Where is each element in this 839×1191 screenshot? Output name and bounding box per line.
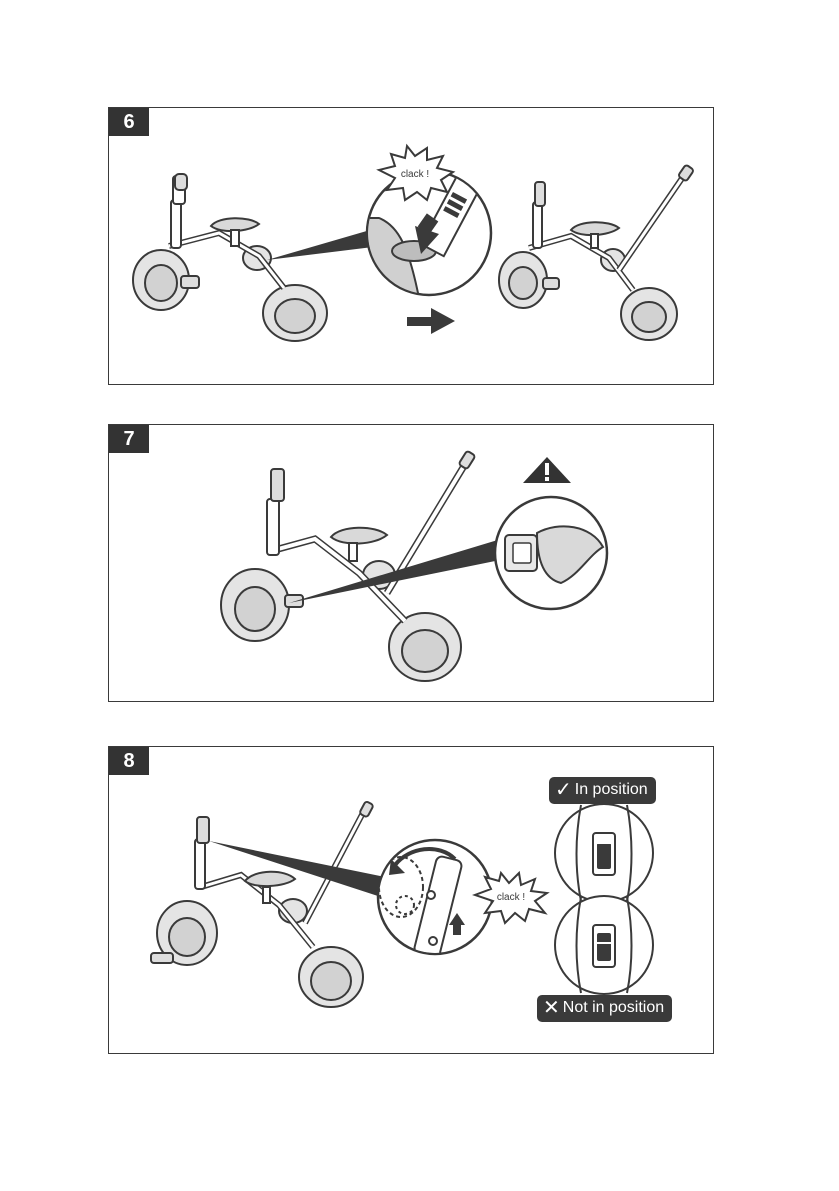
zoom-circle: [495, 497, 607, 609]
cross-icon: ✕: [543, 998, 560, 1018]
step-8-panel: 8: [108, 746, 714, 1054]
sound-text: clack !: [497, 892, 525, 903]
step-7-panel: 7: [108, 424, 714, 702]
tricycle-drawing: [133, 174, 327, 341]
not-in-position-label: ✕ Not in position: [537, 995, 672, 1022]
zoom-pointer: [209, 841, 385, 897]
tricycle-with-pushbar-drawing: [499, 164, 694, 340]
check-icon: ✓: [555, 780, 572, 800]
not-in-position-detail: [555, 896, 653, 994]
in-position-label: ✓ In position: [549, 777, 656, 804]
warning-triangle-icon: [523, 457, 571, 483]
step-6-illustration: clack !: [109, 108, 715, 386]
step-6-panel: 6: [108, 107, 714, 385]
in-position-text: In position: [575, 781, 648, 799]
step-7-illustration: [109, 425, 715, 703]
zoom-circle: [378, 840, 492, 959]
zoom-pointer: [289, 539, 505, 603]
arrow-right-icon: [407, 308, 455, 334]
zoom-pointer: [267, 228, 381, 260]
not-in-position-text: Not in position: [563, 999, 664, 1017]
in-position-detail: [555, 804, 653, 902]
sound-text: clack !: [401, 169, 429, 180]
tricycle-with-pushbar-drawing: [151, 801, 374, 1007]
